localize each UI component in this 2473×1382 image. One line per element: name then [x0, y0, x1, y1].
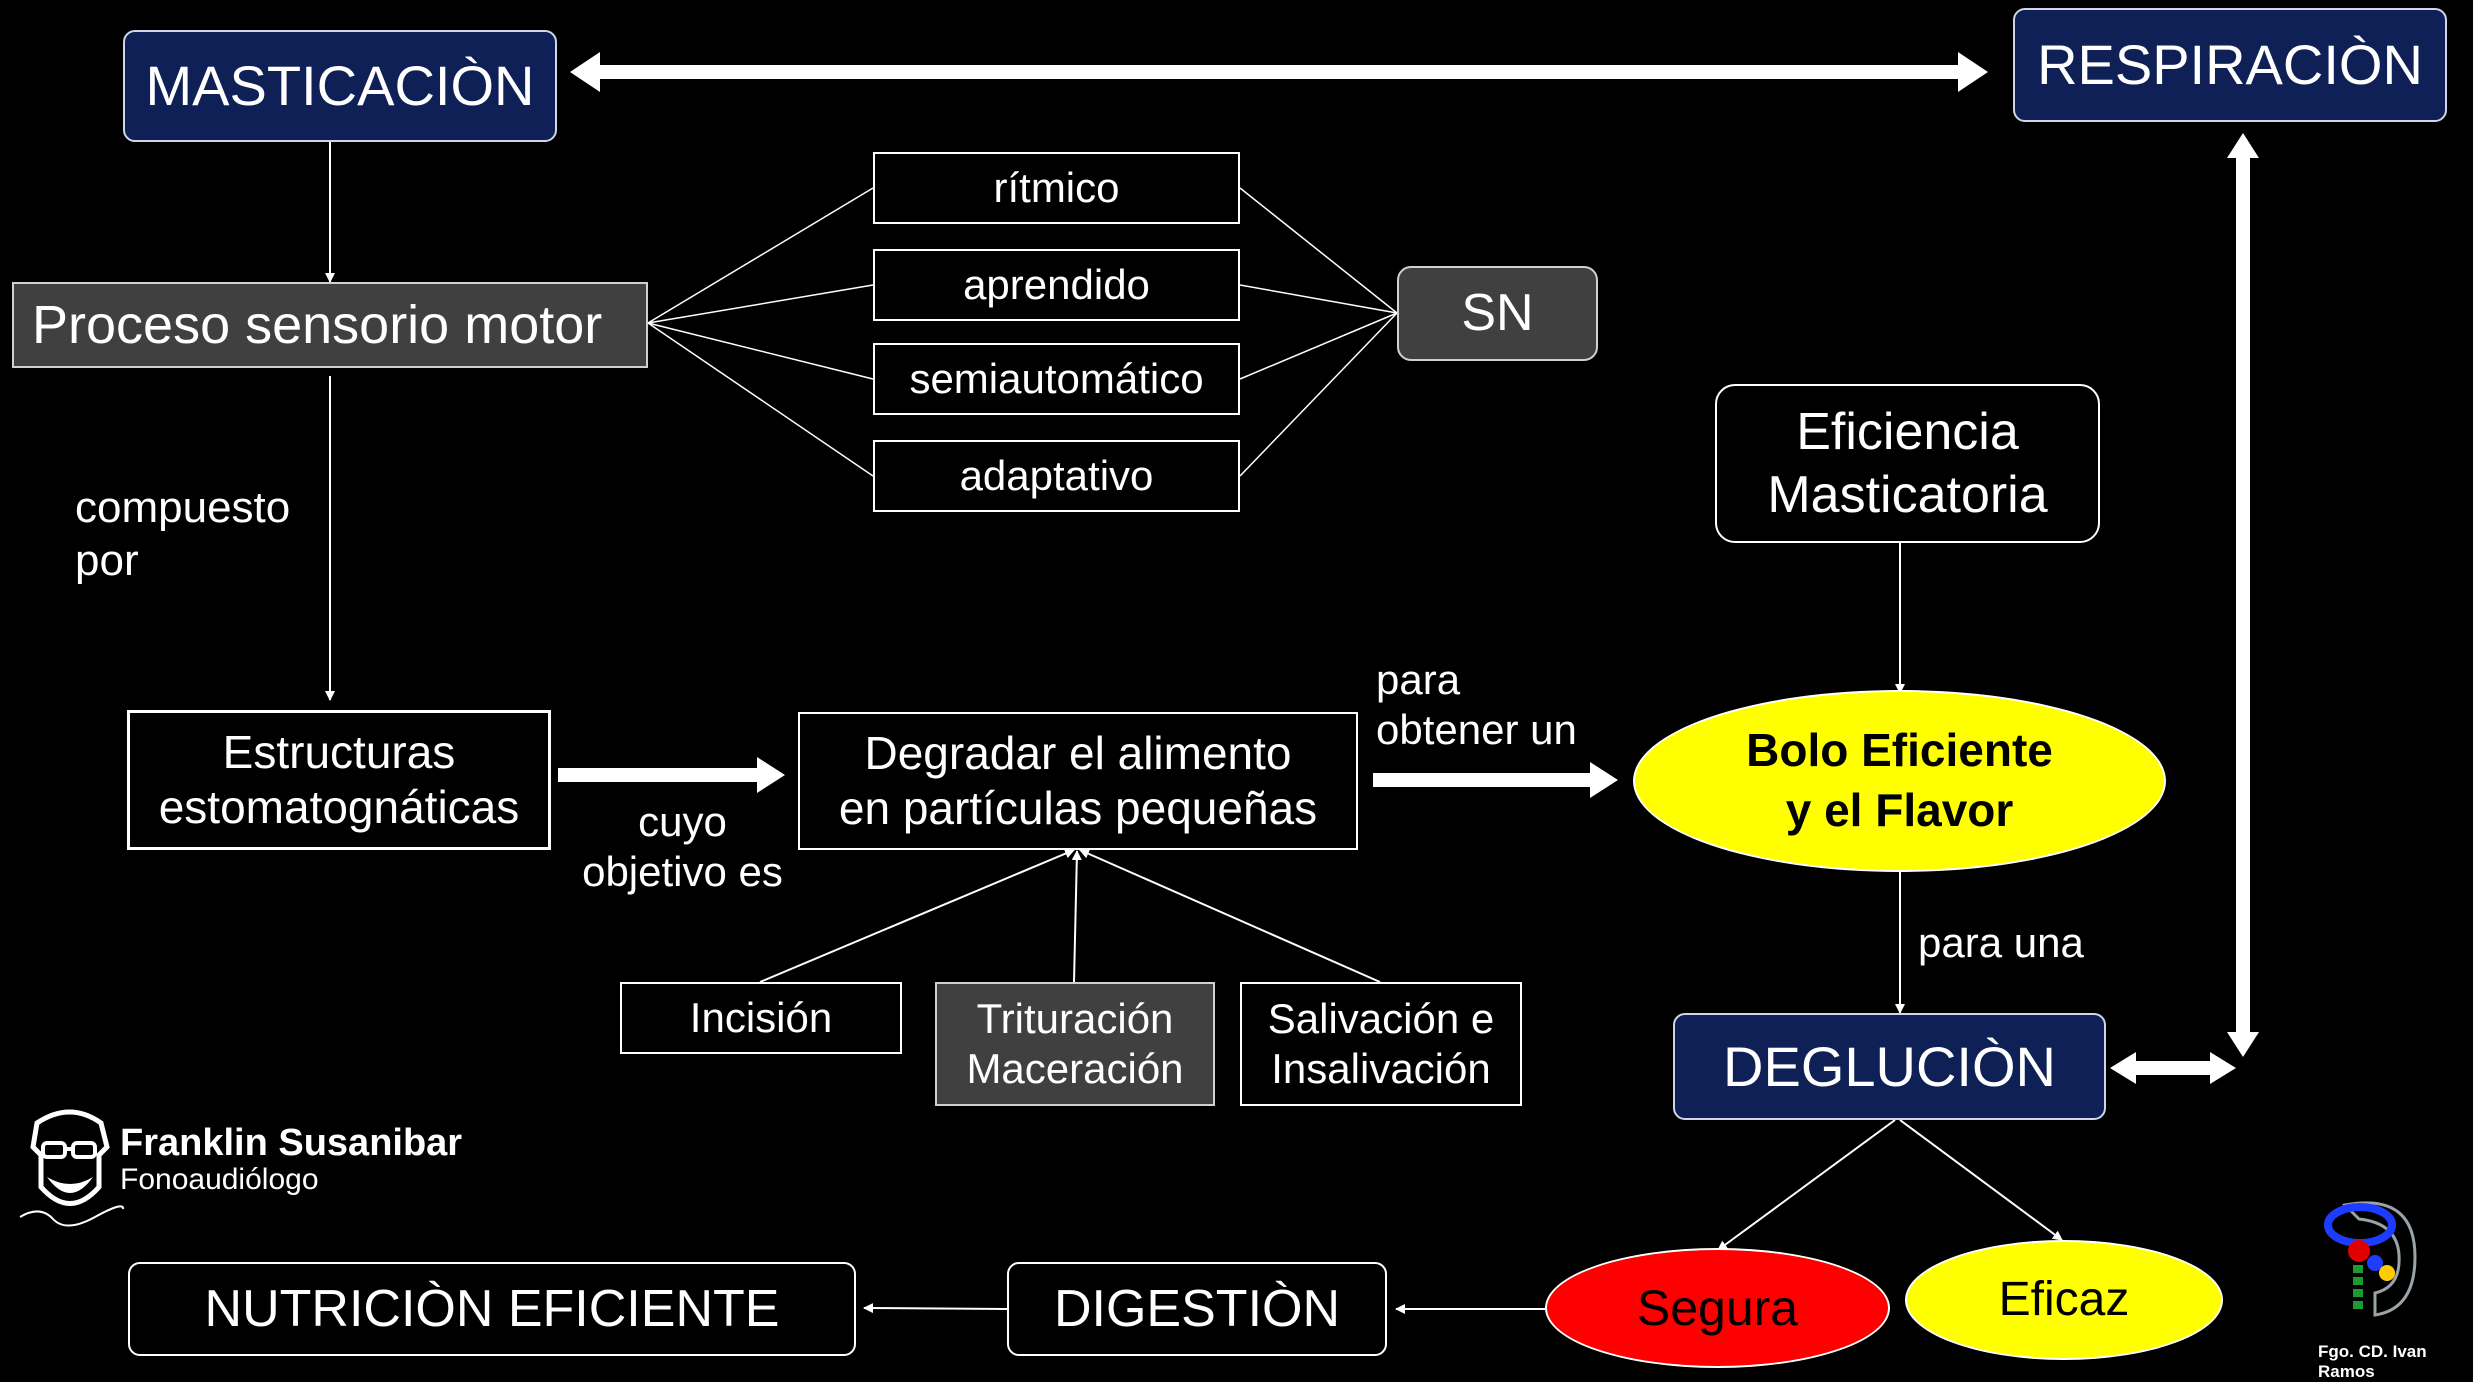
brand-role: Fonoaudiólogo — [120, 1163, 319, 1197]
node-segura: Segura — [1545, 1248, 1890, 1368]
node-deglucion-text: DEGLUCIÒN — [1723, 1034, 2056, 1098]
node-degradar-line1: Degradar el alimento — [864, 726, 1292, 779]
arrow-estructuras-degradar — [558, 757, 785, 793]
node-semiautomatico: semiautomático — [873, 343, 1240, 415]
arrow-digestion-nutricion — [863, 1303, 1008, 1314]
node-degradar-line2: en partículas pequeñas — [838, 782, 1318, 834]
label-compuesto-line1: compuesto — [75, 483, 291, 532]
node-aprendido-text: aprendido — [963, 260, 1150, 308]
brand-name-text: Franklin Susanibar — [120, 1122, 463, 1164]
node-sn-text: SN — [1461, 284, 1534, 343]
node-proceso-sensorio-motor: Proceso sensorio motor — [12, 282, 648, 368]
node-segura-text: Segura — [1636, 1279, 1799, 1336]
franklin-portrait-logo — [19, 1109, 124, 1227]
node-salivacion-line1: Salivación e — [1267, 994, 1495, 1042]
label-para-line2: obtener un — [1376, 706, 1577, 754]
brand-role-text: Fonoaudiólogo — [120, 1163, 319, 1196]
arrow-degradar-bolo — [1373, 762, 1618, 798]
node-eficiencia-masticatoria: Eficiencia Masticatoria — [1715, 384, 2100, 543]
node-nutricion-eficiente: NUTRICIÒN EFICIENTE — [128, 1262, 856, 1356]
node-eficiencia-line2: Masticatoria — [1767, 465, 2048, 524]
node-estructuras-line2: estomatognáticas — [158, 781, 520, 833]
node-degradar-alimento: Degradar el alimento en partículas peque… — [798, 712, 1358, 850]
arrows-subprocess-degradar — [759, 848, 1381, 983]
label-cuyo-line2: objetivo es — [582, 848, 783, 896]
label-para-line1: para — [1376, 656, 1461, 703]
label-cuyo-objetivo: cuyo objetivo es — [580, 797, 785, 898]
node-bolo-line1: Bolo Eficiente — [1746, 724, 2053, 777]
node-masticacion-text: MASTICACIÒN — [145, 54, 535, 118]
node-ritmico-text: rítmico — [993, 163, 1120, 211]
ivan-ramos-logo — [2324, 1201, 2417, 1317]
node-ritmico: rítmico — [873, 152, 1240, 224]
node-trituracion-line2: Maceración — [966, 1045, 1184, 1092]
node-adaptativo-text: adaptativo — [959, 451, 1154, 499]
node-aprendido: aprendido — [873, 249, 1240, 321]
node-eficiencia-line1: Eficiencia — [1796, 403, 2019, 462]
label-para-obtener: para obtener un — [1376, 655, 1577, 756]
node-estructuras-line1: Estructuras — [222, 725, 456, 778]
brand-name: Franklin Susanibar — [120, 1122, 462, 1165]
node-salivacion-insalivacion: Salivación e Insalivación — [1240, 982, 1522, 1106]
node-incision: Incisión — [620, 982, 902, 1054]
fan-proceso-properties — [647, 187, 874, 477]
node-respiracion-text: RESPIRACIÒN — [2037, 33, 2423, 97]
node-nutricion-text: NUTRICIÒN EFICIENTE — [204, 1279, 780, 1338]
label-compuesto-por: compuesto por — [75, 482, 290, 588]
arrow-deglucion-horizontal — [2110, 1052, 2236, 1084]
node-incision-text: Incisión — [689, 993, 833, 1041]
arrow-masticacion-respiracion — [570, 52, 1988, 92]
node-semiautomatico-text: semiautomático — [909, 354, 1204, 402]
node-bolo-eficiente: Bolo Eficiente y el Flavor — [1633, 690, 2166, 872]
node-masticacion: MASTICACIÒN — [123, 30, 557, 142]
node-estructuras-estomatognaticas: Estructuras estomatognáticas — [127, 710, 551, 850]
label-cuyo-line1: cuyo — [638, 798, 727, 845]
node-salivacion-line2: Insalivación — [1271, 1045, 1491, 1092]
credit-text: Fgo. CD. Ivan Ramos — [2318, 1342, 2427, 1381]
fan-properties-sn — [1239, 187, 1398, 477]
node-digestion: DIGESTIÒN — [1007, 1262, 1387, 1356]
node-bolo-line2: y el Flavor — [1785, 784, 2014, 836]
arrows-deglucion-outcomes — [1717, 1119, 2063, 1251]
node-trituracion-line1: Trituración — [976, 994, 1174, 1042]
node-eficaz-text: Eficaz — [1998, 1272, 2130, 1326]
node-deglucion: DEGLUCIÒN — [1673, 1013, 2106, 1120]
label-compuesto-line2: por — [75, 535, 139, 585]
node-adaptativo: adaptativo — [873, 440, 1240, 512]
node-respiracion: RESPIRACIÒN — [2013, 8, 2447, 122]
arrow-respiracion-deglucion-vertical — [2227, 133, 2259, 1057]
label-para-una: para una — [1918, 918, 2084, 968]
node-trituracion-maceracion: Trituración Maceración — [935, 982, 1215, 1106]
node-proceso-text: Proceso sensorio motor — [32, 294, 603, 355]
node-eficaz: Eficaz — [1905, 1240, 2223, 1360]
label-para-una-text: para una — [1918, 919, 2084, 966]
node-digestion-text: DIGESTIÒN — [1053, 1279, 1341, 1338]
credit-ivan-ramos: Fgo. CD. Ivan Ramos — [2318, 1342, 2473, 1382]
node-sn: SN — [1397, 266, 1598, 361]
